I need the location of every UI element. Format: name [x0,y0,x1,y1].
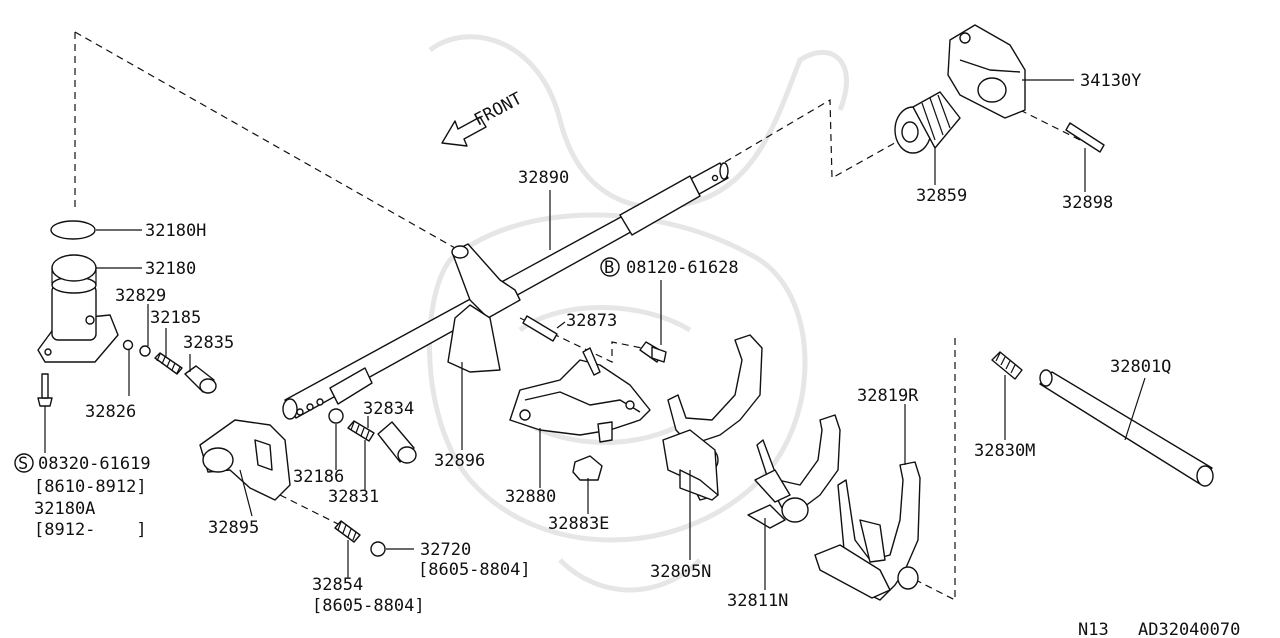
pin-32898 [1065,122,1105,153]
plug-32835 [184,365,217,394]
fork-32819R [814,461,921,601]
label-32180H: 32180H [145,221,206,241]
footer-diagram-code: AD32040070 [1138,620,1240,638]
label-bolt-08320-range: [8610-8912] [34,477,147,497]
shift-rod-32890 [282,162,729,420]
label-32895: 32895 [208,518,259,538]
label-32873: 32873 [566,311,617,331]
label-32801Q: 32801Q [1110,357,1171,377]
ball-32720 [370,541,386,557]
bracket-32880 [509,347,651,443]
label-32831: 32831 [328,487,379,507]
shift-block-32895 [199,419,291,501]
spring-32831 [347,420,375,442]
fork-32811N [747,414,841,529]
label-32835: 32835 [183,333,234,353]
pin-32873 [522,315,558,342]
plug-32883E [572,455,603,481]
footer-model-code: N13 [1078,620,1109,638]
ball-32826 [122,339,134,351]
label-32811N: 32811N [727,591,788,611]
label-32819R: 32819R [857,386,919,406]
spring-32185 [154,352,183,375]
bolt-08120-61628 [639,341,667,363]
rod-32801Q [1039,369,1214,487]
label-bolt-08320-61619: 08320-61619 [38,454,151,474]
bolt-s-symbol-icon: S [14,453,34,474]
bolt-s-symbol: S [18,454,28,474]
label-32890: 32890 [518,168,569,188]
label-34130Y: 34130Y [1080,71,1141,91]
cover-34130Y [947,24,1026,119]
label-32829: 32829 [115,286,166,306]
label-32180A-range: [8912- ] [34,520,147,540]
label-32896: 32896 [434,451,485,471]
seal-disc-32180H [50,220,96,240]
label-32186: 32186 [293,467,344,487]
leader-lines [44,79,1146,590]
dashed-line-shaft-end [724,98,901,180]
plug-32834 [377,421,417,464]
spring-32854 [334,520,361,543]
assembly-dashed-lines [74,31,1081,601]
label-32854: 32854 [312,575,363,595]
label-32854-range: [8605-8804] [312,596,425,616]
front-arrow-icon [441,116,487,147]
label-32830M: 32830M [974,441,1035,461]
dashed-line-bracket [519,317,653,363]
label-32805N: 32805N [650,562,711,582]
boot-32859 [894,91,961,154]
label-32185: 32185 [150,308,201,328]
bolt-08320-61619 [37,373,53,407]
fork-32805N [662,334,763,501]
label-32834: 32834 [363,399,414,419]
label-32880: 32880 [505,487,556,507]
bolt-b-symbol: B [604,258,614,278]
label-32720: 32720 [420,540,471,560]
front-label: FRONT [471,89,526,131]
label-32180A: 32180A [34,499,95,519]
dashed-line-diagonal [74,31,456,249]
label-32180: 32180 [145,259,196,279]
label-32826: 32826 [85,402,136,422]
label-32883E: 32883E [548,514,609,534]
label-32859: 32859 [916,186,967,206]
label-32898: 32898 [1062,193,1113,213]
bolt-b-symbol-icon: B [600,257,620,278]
ball-32186 [328,408,344,424]
spring-32830M [991,351,1023,380]
housing-32180 [37,254,119,363]
ball-32829 [139,345,151,357]
label-bolt-08120-61628: 08120-61628 [626,258,739,278]
dashed-line-forks [899,338,956,601]
label-32720-range: [8605-8804] [418,560,531,580]
